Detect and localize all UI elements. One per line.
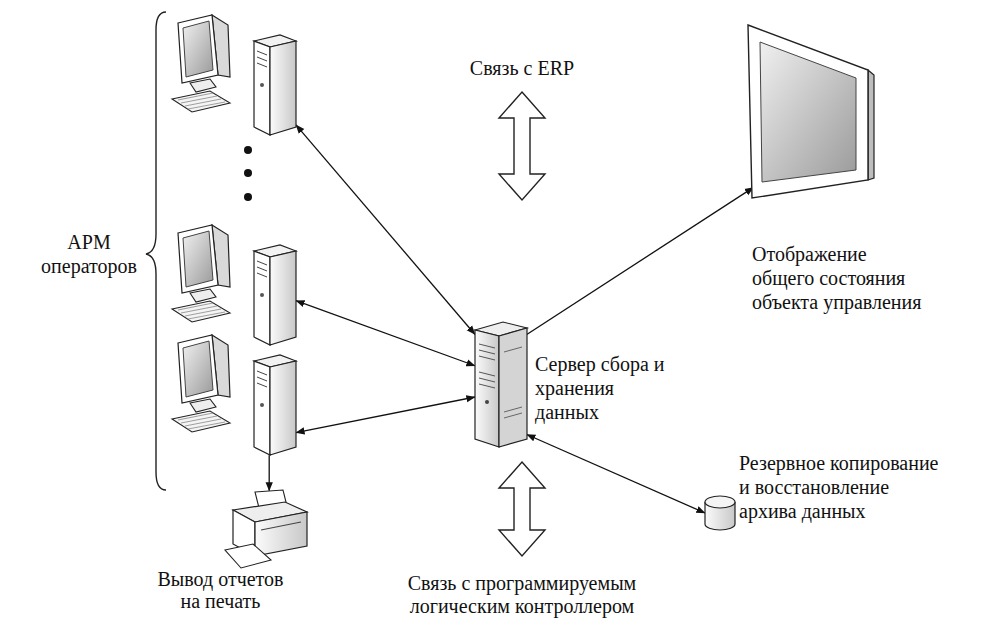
data-link (296, 125, 475, 335)
printer-icon (225, 490, 310, 568)
data-link (296, 397, 475, 433)
node-label: Сервер сбора и хранения данных (535, 352, 667, 424)
group-bracket (146, 12, 166, 490)
plc-double-arrow (499, 462, 545, 556)
ws-icon (172, 335, 307, 457)
interface-label: Связь с ERP (422, 56, 622, 80)
data-link (527, 187, 754, 334)
operator-workstation (172, 225, 307, 347)
db-icon (703, 495, 737, 531)
interface-label: Связь с программируемым логическим контр… (397, 572, 647, 618)
server-icon (473, 322, 529, 447)
display-icon (740, 20, 875, 200)
data-server: Сервер сбора и хранения данных (473, 322, 529, 447)
ws-icon (172, 225, 307, 347)
data-link (527, 435, 705, 514)
node-label: Вывод отчетов на печать (153, 568, 288, 612)
report-printer: Вывод отчетов на печать (225, 490, 310, 568)
status-display: Отображение общего состояния объекта упр… (740, 20, 875, 200)
erp-double-arrow (499, 92, 545, 200)
node-label: Резервное копирование и восстановление а… (739, 451, 949, 523)
data-link (296, 301, 475, 366)
data-link (269, 455, 270, 491)
node-label: Отображение общего состояния объекта упр… (752, 242, 930, 314)
backup-storage: Резервное копирование и восстановление а… (703, 495, 737, 531)
ws-icon (172, 15, 307, 137)
operator-workstation (172, 335, 307, 457)
ellipsis-dots (244, 146, 252, 201)
operator-workstation (172, 15, 307, 137)
group-label: АРМ операторов (36, 230, 142, 278)
